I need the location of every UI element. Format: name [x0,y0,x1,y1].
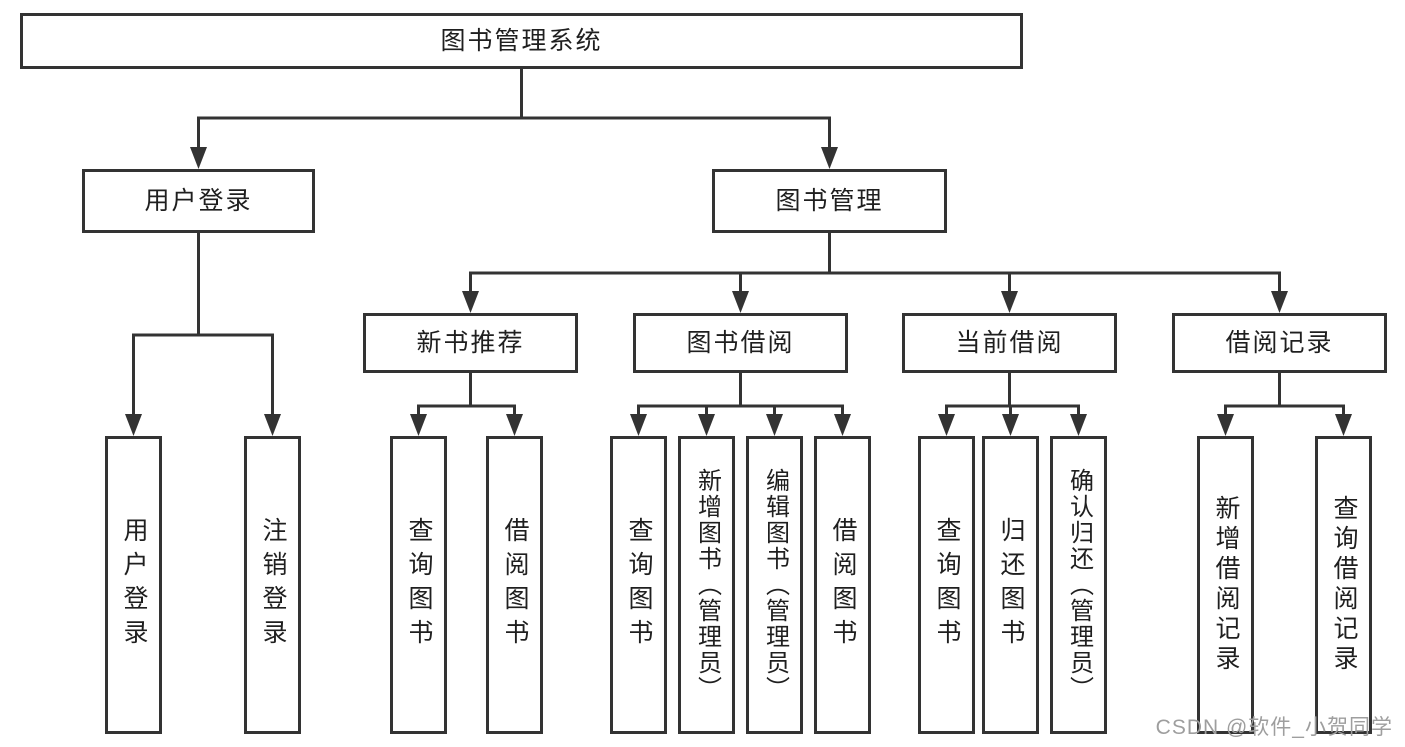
node-borrow-record: 借阅记录 [1172,313,1387,373]
leaf-query-book-3: 查询图书 [918,436,975,734]
node-label: 查询图书 [405,517,433,653]
connector-level3-rail [469,271,1281,291]
node-root-system: 图书管理系统 [20,13,1023,69]
leaf-query-book-2: 查询图书 [610,436,667,734]
node-label: 确认归还（管理员） [1065,468,1093,702]
leaf-confirm-return-admin: 确认归还（管理员） [1050,436,1107,734]
leaf-query-book-1: 查询图书 [390,436,447,734]
node-label: 图书管理 [775,186,884,215]
node-label: 查询借阅记录 [1330,495,1358,675]
node-label: 查询图书 [933,517,961,653]
node-label: 注销登录 [259,517,287,653]
leaf-return-book: 归还图书 [982,436,1039,734]
connector-userlogin-rail [132,333,274,414]
node-label: 图书借阅 [686,328,795,357]
node-label: 新增图书（管理员） [693,468,721,702]
node-book-borrow: 图书借阅 [633,313,848,373]
leaf-borrow-book-1: 借阅图书 [486,436,543,734]
leaf-edit-book-admin: 编辑图书（管理员） [746,436,803,734]
arrowheads [125,147,1352,436]
node-label: 新书推荐 [416,328,525,357]
leaf-logout: 注销登录 [244,436,301,734]
leaf-add-book-admin: 新增图书（管理员） [678,436,735,734]
node-label: 编辑图书（管理员） [761,468,789,702]
node-label: 查询图书 [625,517,653,653]
node-label: 用户登录 [120,517,148,653]
connector-level2-rail [197,116,831,147]
leaf-add-borrow-record: 新增借阅记录 [1197,436,1254,734]
node-current-borrow: 当前借阅 [902,313,1117,373]
node-label: 归还图书 [997,517,1025,653]
node-label: 用户登录 [144,186,253,215]
node-label: 新增借阅记录 [1212,495,1240,675]
node-label: 借阅图书 [829,517,857,653]
node-user-login: 用户登录 [82,169,315,233]
node-label: 当前借阅 [955,328,1064,357]
node-label: 借阅记录 [1225,328,1334,357]
leaf-query-borrow-record: 查询借阅记录 [1315,436,1372,734]
node-label: 借阅图书 [501,517,529,653]
node-book-management: 图书管理 [712,169,947,233]
node-new-book-recommend: 新书推荐 [363,313,578,373]
node-label: 图书管理系统 [440,26,603,55]
leaf-borrow-book-2: 借阅图书 [814,436,871,734]
leaf-user-login: 用户登录 [105,436,162,734]
watermark-text: CSDN @软件_小贺同学 [1155,716,1393,739]
